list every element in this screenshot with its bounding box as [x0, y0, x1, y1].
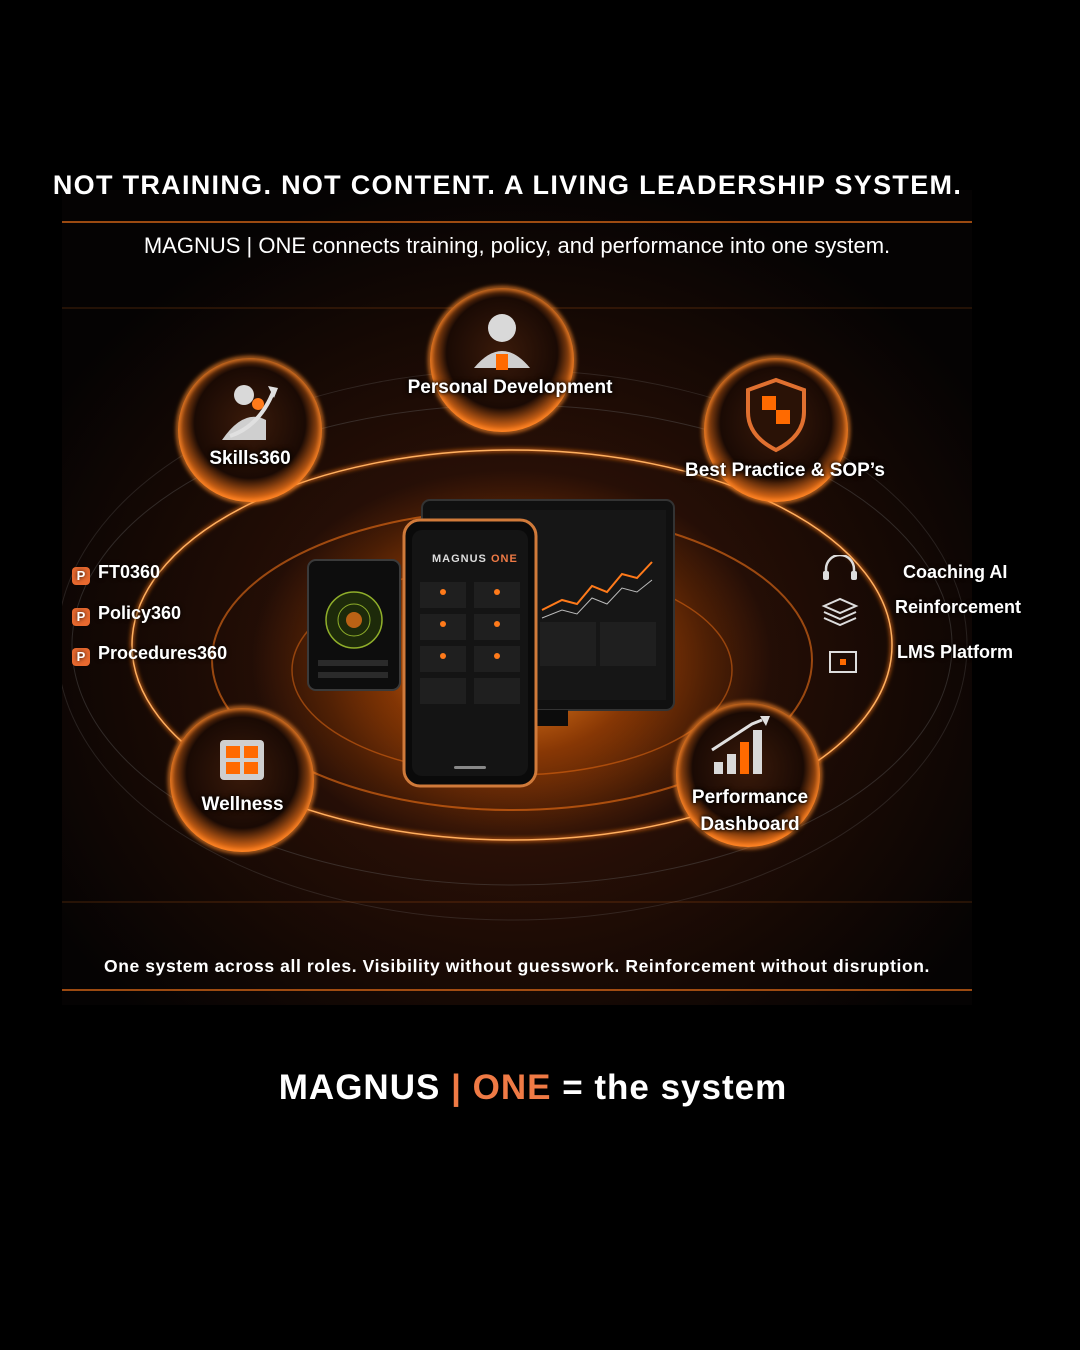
- tagline: One system across all roles. Visibility …: [103, 956, 930, 976]
- left-list-item: P FT0360: [72, 562, 160, 585]
- right-list-label: Coaching AI: [903, 562, 1008, 582]
- label-skills360: Skills360: [209, 448, 291, 469]
- label-wellness: Wellness: [201, 794, 284, 815]
- label-performance-line1: Performance: [691, 787, 809, 808]
- footer-separator: |: [451, 1068, 462, 1107]
- left-list-item: P Policy360: [72, 603, 181, 626]
- footer-slogan: MAGNUS | ONE = the system: [0, 1068, 1066, 1108]
- monitor-icon: [828, 648, 860, 681]
- orb-personal-development: [428, 286, 576, 434]
- label-best-practice: Best Practice & SOP’s: [685, 460, 885, 481]
- bar-chart-icon: [711, 716, 770, 774]
- p-logo-icon: P: [72, 608, 90, 626]
- left-list-item: P Procedures360: [72, 643, 227, 666]
- orb-performance: [674, 701, 822, 849]
- phone-device: [402, 518, 538, 788]
- label-personal-development: Personal Development: [407, 377, 613, 398]
- subheadline: MAGNUS | ONE connects training, policy, …: [143, 233, 891, 258]
- p-logo-icon: P: [72, 567, 90, 585]
- headset-icon: [820, 553, 880, 590]
- hero-visual: [62, 190, 972, 1005]
- headline: NOT TRAINING. NOT CONTENT. A LIVING LEAD…: [52, 170, 963, 200]
- label-performance-line2: Dashboard: [700, 814, 800, 835]
- phone-brand: MAGNUS ONE: [432, 553, 518, 565]
- left-list-label: Policy360: [98, 603, 182, 623]
- ecosystem-graphic: [62, 190, 972, 1005]
- layers-icon: [820, 596, 860, 631]
- orb-best-practice: [702, 356, 850, 504]
- right-list-label: Reinforcement: [895, 597, 1022, 617]
- footer-one: ONE: [472, 1068, 552, 1107]
- left-list-label: Procedures360: [98, 643, 228, 663]
- right-list-label: LMS Platform: [897, 642, 1014, 662]
- orb-skills360: [176, 356, 324, 504]
- person-icon: [474, 314, 530, 370]
- shield-icon: [746, 377, 806, 453]
- orb-wellness: [168, 706, 316, 854]
- app-grid-icon: [220, 740, 264, 780]
- growth-person-icon: [222, 385, 278, 440]
- left-list-label: FT0360: [98, 562, 161, 582]
- footer-rest: = the system: [562, 1068, 788, 1107]
- p-logo-icon: P: [72, 648, 90, 666]
- tablet-device: [307, 559, 401, 691]
- footer-brand: MAGNUS: [278, 1068, 441, 1107]
- phone-brand-one: ONE: [490, 553, 518, 565]
- phone-brand-magnus: MAGNUS: [432, 553, 487, 565]
- label-performance-dashboard: Performance Dashboard: [670, 784, 830, 838]
